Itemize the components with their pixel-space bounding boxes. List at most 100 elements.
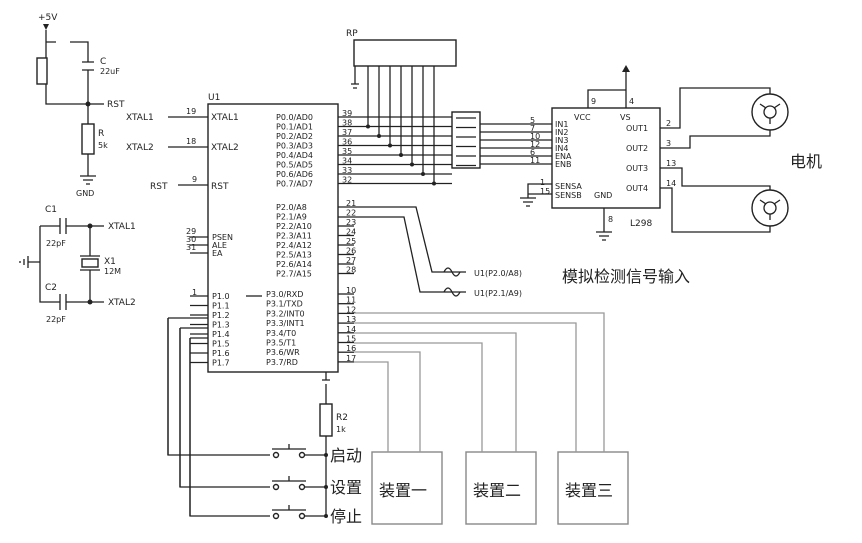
button-label-1: 设置 — [330, 478, 362, 497]
l298-body — [551, 107, 661, 209]
mcu-pin-xtal2: XTAL2 — [211, 143, 239, 153]
l298-gnd-num: 8 — [608, 215, 613, 224]
crystal-circuit: C1 22pF XTAL1 X1 12M C2 22pF XTAL2 — [19, 205, 136, 324]
mcu-pin-psen: PSEN — [212, 233, 233, 242]
l298-num-sensa: 1 — [540, 178, 545, 187]
vcc-arrow-icon — [43, 24, 49, 30]
pin-num-ale: 30 — [186, 235, 196, 244]
l298-num-enb: 11 — [530, 156, 540, 165]
device-1: 装置二 — [465, 451, 537, 525]
mcu-pin-p2-4: P2.4/A12 — [276, 241, 312, 250]
r2-name: R2 — [336, 413, 348, 423]
r2-value: 1k — [336, 425, 346, 434]
vcc-label: +5V — [38, 13, 58, 23]
motor-label: 电机 — [790, 152, 822, 171]
l298-pin-out4: OUT4 — [626, 184, 648, 193]
l298-pin-in3: IN3 — [555, 136, 568, 145]
l298-num-out1: 2 — [666, 119, 671, 128]
gnd-label: GND — [76, 189, 94, 198]
port1-pins: P1.0P1.1P1.2P1.3P1.4P1.5P1.6P1.7 — [190, 292, 230, 368]
pin-num-p0-4: 35 — [342, 147, 352, 156]
c1-value: 22pF — [46, 239, 66, 248]
pin-num-p2-1: 22 — [346, 209, 356, 218]
l298-vs-num: 4 — [629, 97, 634, 106]
pin-num-p0-2: 37 — [342, 128, 352, 137]
analog-label: 模拟检测信号输入 — [562, 267, 690, 286]
mcu-net-xtal2: XTAL2 — [126, 143, 154, 153]
pin-num-p0-3: 36 — [342, 138, 352, 147]
button-label-0: 启动 — [330, 446, 362, 465]
pin-num-xtal1: 19 — [186, 107, 196, 116]
pin-num-p2-0: 21 — [346, 199, 356, 208]
resistor-r2: R2 1k — [319, 372, 348, 516]
pin-num-ea: 31 — [186, 243, 196, 252]
mcu-pin-p1-0: P1.0 — [212, 292, 230, 301]
l298-vcc-num: 9 — [591, 97, 596, 106]
pin-num-p10: 1 — [192, 288, 197, 297]
mcu-pin-p1-4: P1.4 — [212, 330, 230, 339]
mcu-pin-p1-6: P1.6 — [212, 349, 230, 358]
mcu-pin-p1-7: P1.7 — [212, 359, 230, 368]
bus-crossover — [451, 111, 481, 169]
mcu-pin-p2-1: P2.1/A9 — [276, 213, 307, 222]
mcu-pin-p1-5: P1.5 — [212, 340, 230, 349]
reset-switch — [36, 57, 48, 85]
mcu-pin-p2-2: P2.2/A10 — [276, 222, 312, 231]
pin-num-p3-6: 16 — [346, 344, 356, 353]
l298-driver: IN15IN27IN310IN412ENA6ENB11SENSA1SENSB15… — [520, 65, 676, 241]
pin-num-rst: 9 — [192, 175, 197, 184]
l298-gnd: GND — [594, 191, 612, 200]
pin-num-p3-5: 15 — [346, 335, 356, 344]
mcu-pin-p3-4: P3.4/T0 — [266, 329, 296, 338]
l298-num-ena: 6 — [530, 148, 535, 157]
pin-num-p3-2: 12 — [346, 305, 356, 314]
output-devices: 装置一 装置二 装置三 — [354, 312, 629, 525]
rp-label: RP — [346, 29, 358, 39]
mcu-pin-p2-7: P2.7/A15 — [276, 270, 312, 279]
analog-net-2: U1(P2.1/A9) — [474, 289, 522, 298]
mcu-pin-p3-2: P3.2/INT0 — [266, 309, 305, 318]
pin-num-p2-5: 26 — [346, 247, 356, 256]
l298-pin-in2: IN2 — [555, 128, 568, 137]
resistor-pack-rp: RP — [346, 29, 457, 186]
pin-num-psen: 29 — [186, 227, 196, 236]
signal-wave-icon-1 — [443, 267, 461, 277]
l298-vcc: VCC — [574, 113, 591, 122]
res-r-name: R — [98, 129, 104, 139]
mcu-pin-xtal1: XTAL1 — [211, 113, 239, 123]
pin-num-p0-7: 32 — [342, 176, 352, 185]
pin-num-p2-4: 25 — [346, 237, 356, 246]
l298-pin-sensa: SENSA — [555, 182, 582, 191]
mcu-pin-p3-6: P3.6/WR — [266, 348, 300, 357]
c2-name: C2 — [45, 283, 57, 293]
pin-num-p2-3: 24 — [346, 228, 356, 237]
device-0: 装置一 — [371, 451, 443, 525]
analog-inputs: U1(P2.0/A8) U1(P2.1/A9) 模拟检测信号输入 — [338, 206, 690, 298]
mcu-pin-rst: RST — [211, 182, 229, 192]
c1-name: C1 — [45, 205, 57, 215]
l298-pin-out3: OUT3 — [626, 164, 648, 173]
signal-wave-icon-2 — [443, 287, 461, 297]
device-label-2: 装置三 — [565, 481, 613, 500]
l298-ref: L298 — [630, 219, 652, 229]
motor1-icon — [751, 93, 789, 131]
crystal-xtal1-net: XTAL1 — [108, 222, 136, 232]
device-2: 装置三 — [557, 451, 629, 525]
device-label-1: 装置二 — [473, 481, 521, 500]
pin-num-p0-0: 39 — [342, 109, 352, 118]
pin-num-p3-4: 14 — [346, 325, 356, 334]
mcu-pin-p3-0: P3.0/RXD — [266, 290, 303, 299]
mcu-pin-p2-6: P2.6/A14 — [276, 260, 312, 269]
x1-name: X1 — [104, 257, 116, 267]
pin-num-p3-1: 11 — [346, 296, 356, 305]
l298-num-out4: 14 — [666, 179, 676, 188]
pin-num-xtal2: 18 — [186, 137, 196, 146]
l298-pin-in1: IN1 — [555, 120, 568, 129]
cap-c-name: C — [100, 57, 106, 67]
motor2-icon — [751, 189, 789, 227]
mcu-pin-p1-1: P1.1 — [212, 302, 230, 311]
